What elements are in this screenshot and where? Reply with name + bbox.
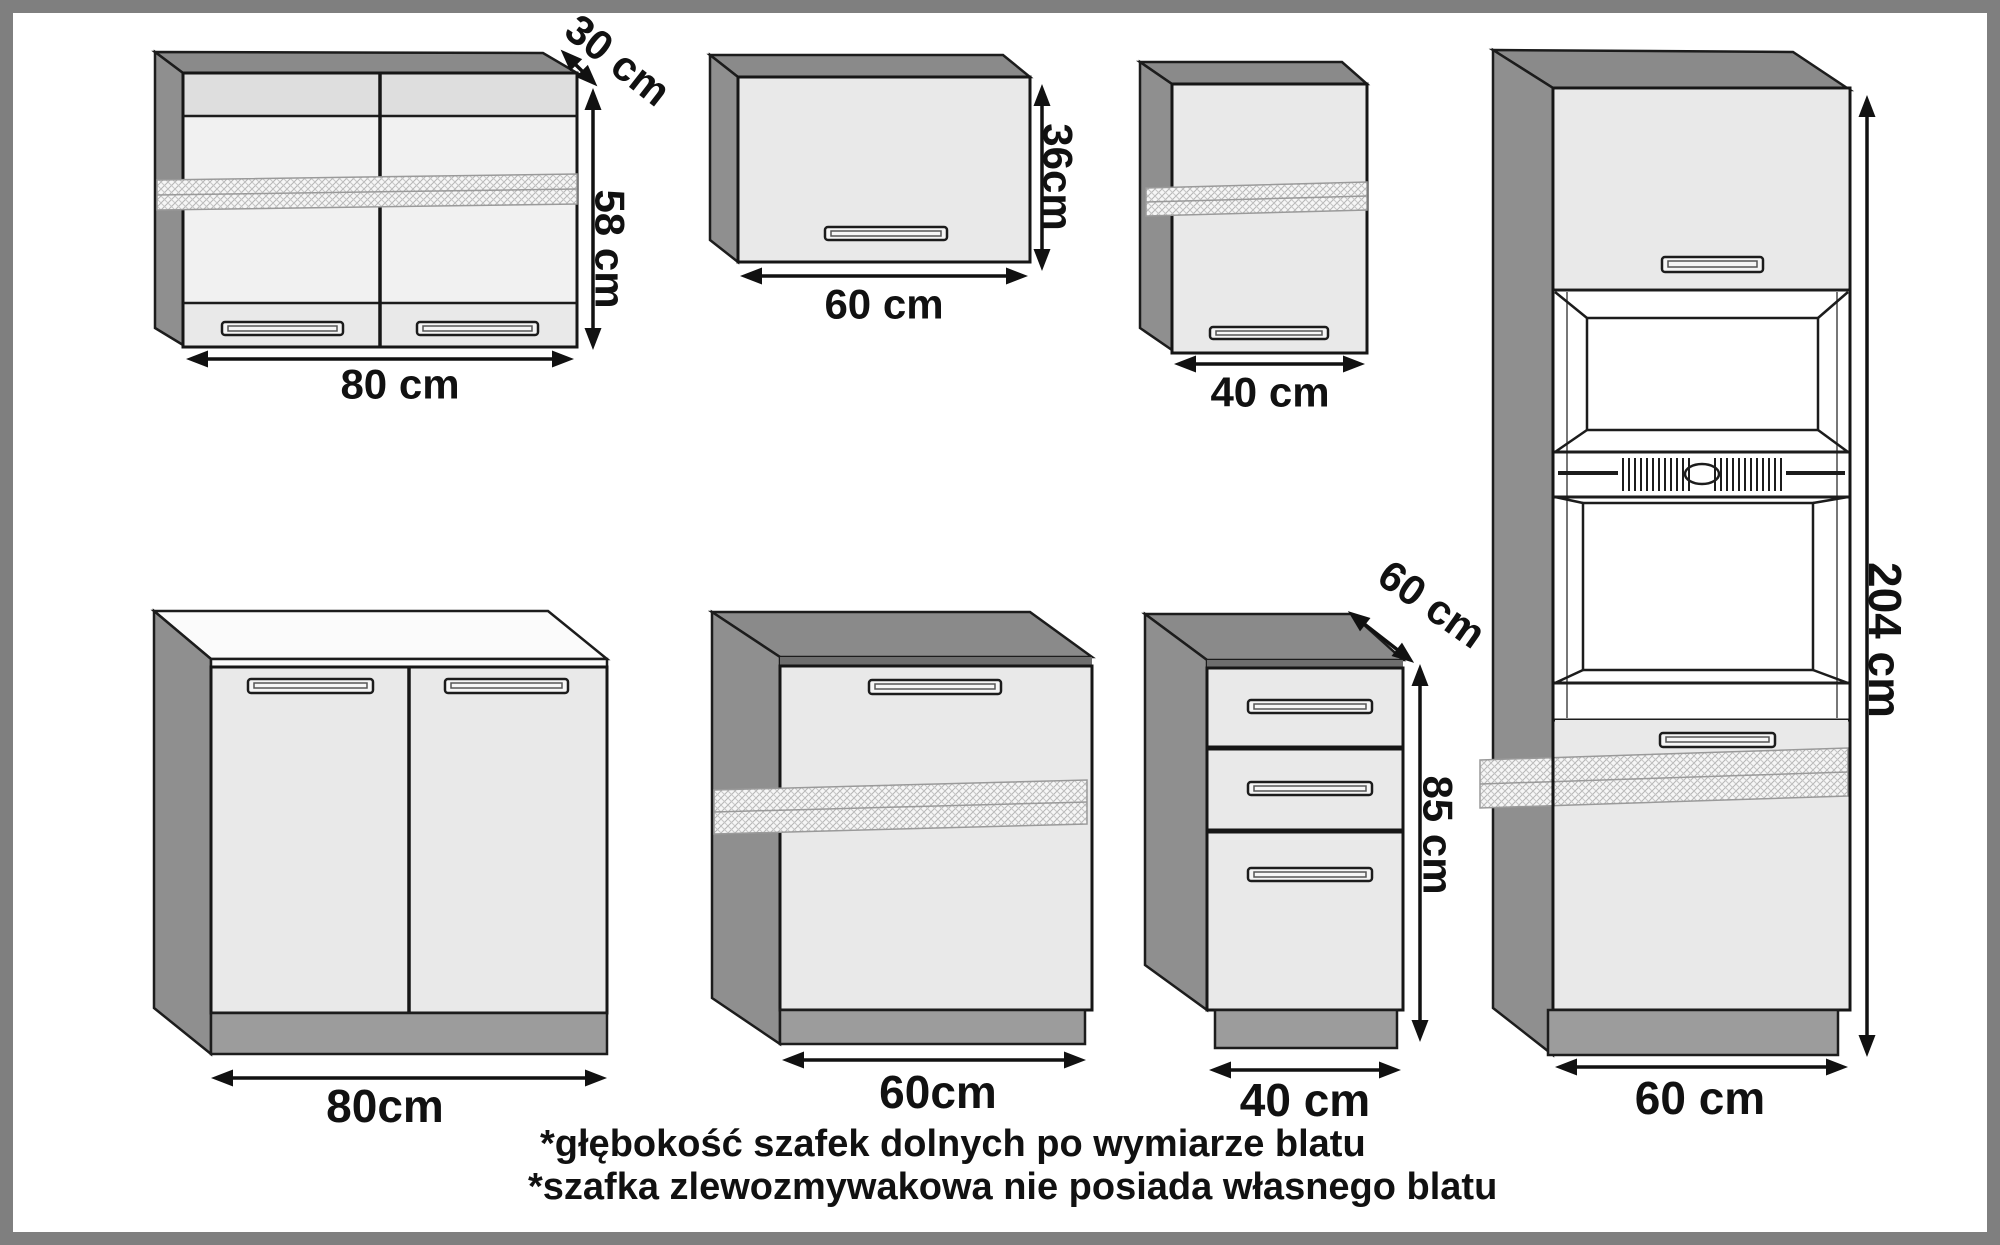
door-handle-inner	[1665, 736, 1770, 743]
width-label: 60 cm	[824, 281, 943, 328]
drawer-handle-inner	[1253, 703, 1367, 710]
door-handle-inner	[830, 230, 942, 237]
width-label: 60 cm	[1635, 1072, 1765, 1124]
side-panel	[708, 52, 740, 265]
cabinet-base-40-drawers: 60 cm 85 cm 40 cm	[1141, 551, 1494, 1126]
width-label: 40 cm	[1210, 369, 1329, 416]
dim-height: 36cm	[1033, 84, 1082, 271]
drawer-handle	[1246, 866, 1374, 883]
door-handle-inner	[1215, 330, 1323, 336]
door-handle-inner	[253, 682, 368, 689]
door-handle	[823, 225, 949, 242]
drawer-fronts	[1207, 668, 1403, 1010]
footnote-line-2: *szafka zlewozmywakowa nie posiada własn…	[528, 1166, 1497, 1208]
drawer-handle	[1246, 780, 1374, 797]
width-label: 60cm	[879, 1066, 997, 1118]
height-label: 58 cm	[587, 189, 634, 308]
cabinet-base-60-sink: 60cm	[707, 609, 1096, 1118]
shelf-edge-line	[713, 801, 1088, 813]
plinth	[209, 1011, 609, 1056]
front-outline	[736, 75, 1032, 264]
worktop	[150, 609, 611, 661]
side-panel	[1491, 47, 1555, 1058]
dim-width: 80cm	[211, 1069, 607, 1132]
cavity-perspective-line	[1554, 495, 1584, 505]
vent-grille-right	[1714, 458, 1782, 491]
width-label: 80cm	[326, 1080, 444, 1132]
door-handle	[1208, 325, 1330, 341]
dim-width: 60 cm	[740, 267, 1028, 328]
cavity-perspective-line	[1812, 495, 1849, 505]
dim-height: 85 cm	[1411, 664, 1462, 1042]
plinth	[1213, 1008, 1399, 1050]
door-handle	[246, 677, 375, 695]
front-outline	[1170, 82, 1369, 355]
dim-width: 60cm	[782, 1051, 1086, 1118]
drawer-handle-inner	[1253, 785, 1367, 792]
cabinet-wall-40: 40 cm	[1135, 59, 1371, 416]
cabinet-tall-oven-60: 204 cm 60 cm	[1479, 47, 1911, 1124]
door-handle	[415, 320, 540, 337]
cavity-perspective-line	[1812, 668, 1849, 685]
top-panel	[1135, 60, 1371, 86]
height-label: 85 cm	[1415, 775, 1462, 894]
cavity-perspective-line	[1554, 668, 1584, 685]
height-label: 36cm	[1035, 123, 1082, 230]
oven-cavity	[1581, 501, 1815, 672]
footnote-line-1: *głębokość szafek dolnych po wymiarze bl…	[540, 1123, 1366, 1165]
top-edge-band	[780, 657, 1092, 666]
plinth	[1546, 1008, 1840, 1057]
dim-width: 40 cm	[1174, 355, 1365, 416]
footnotes: *głębokość szafek dolnych po wymiarze bl…	[528, 1123, 1497, 1208]
top-flip-door	[1555, 90, 1848, 288]
niche-perspective-line	[1817, 291, 1849, 319]
door-handle-inner	[450, 682, 563, 689]
top-panel	[706, 53, 1034, 79]
door	[780, 666, 1092, 1010]
shelf-edge-line	[1145, 195, 1368, 203]
door-handle	[867, 678, 1003, 696]
niche-perspective-line	[1817, 428, 1849, 454]
niche-perspective-line	[1554, 291, 1588, 319]
niche-back	[1585, 316, 1820, 432]
door-handle	[1658, 731, 1777, 749]
vent-grille-left	[1622, 458, 1690, 491]
height-label: 204 cm	[1859, 562, 1911, 718]
dim-height: 204 cm	[1858, 95, 1911, 1057]
vent-knob-oval	[1683, 462, 1721, 486]
door-handle	[443, 677, 570, 695]
side-panel	[152, 608, 213, 1057]
width-label: 80 cm	[340, 361, 459, 408]
door-handle-inner	[1667, 260, 1758, 268]
top-edge-band	[1207, 660, 1403, 668]
dim-width: 80 cm	[186, 350, 574, 408]
dim-width: 40 cm	[1209, 1061, 1401, 1126]
dim-width: 60 cm	[1555, 1058, 1848, 1124]
door	[1172, 84, 1367, 353]
top-panel	[151, 50, 582, 75]
niche-perspective-line	[1554, 428, 1588, 454]
plinth	[778, 1008, 1087, 1046]
cabinet-base-80: 80cm	[150, 608, 611, 1132]
door-handle-inner	[227, 325, 338, 332]
shelf-edge-line	[1479, 771, 1849, 785]
shelf-edge-line	[156, 188, 578, 196]
cabinet-wall-80: 80 cm 58 cm 30 cm	[151, 5, 679, 408]
side-panel	[1143, 611, 1209, 1013]
drawer-handle	[1246, 698, 1374, 715]
door-handle-inner	[422, 325, 533, 332]
cabinet-wall-60: 60 cm 36cm	[706, 52, 1082, 328]
width-label: 40 cm	[1240, 1074, 1370, 1126]
drawer-handle-inner	[1253, 871, 1367, 878]
dim-height: 58 cm	[584, 88, 634, 350]
door-handle	[220, 320, 345, 337]
door-handle-inner	[874, 683, 996, 690]
door-handle	[1660, 255, 1765, 274]
